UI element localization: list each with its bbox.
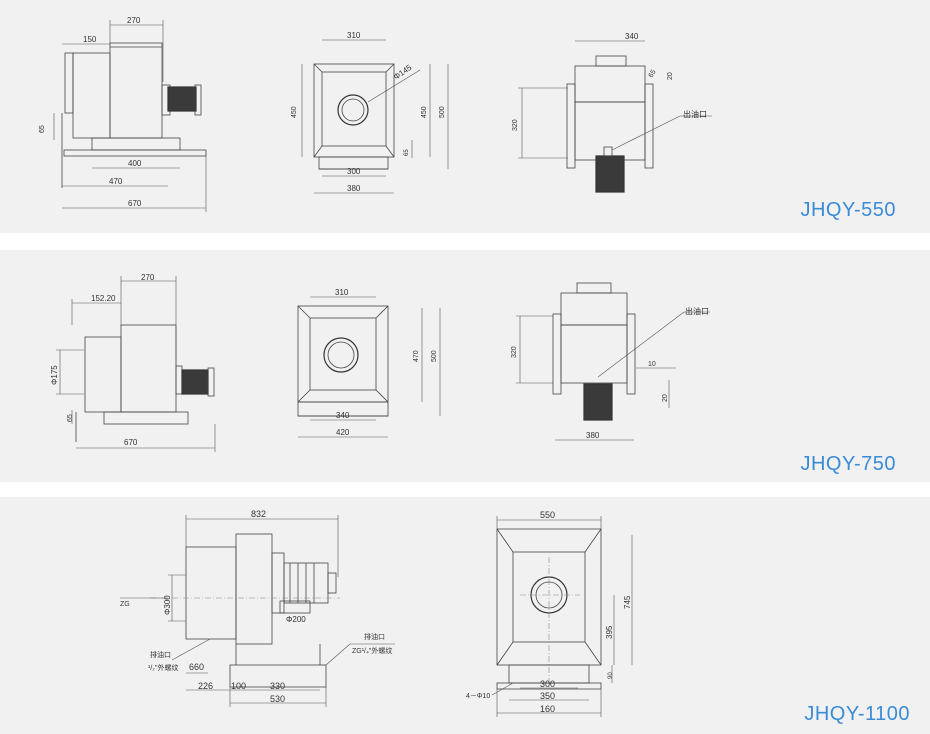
- zg-label: ZG: [120, 601, 130, 608]
- inlet-circle: [337, 94, 369, 126]
- dim-530: 530: [270, 694, 285, 704]
- right-thread-label: ZG¹/₄"外螺纹: [352, 646, 392, 655]
- panel-jhqy-550: 270 150 65 400 470 670 310: [0, 0, 930, 233]
- dim-330: 330: [270, 681, 285, 691]
- rear-housing-top: [574, 65, 646, 103]
- rear-housing-top: [560, 292, 628, 326]
- dim-300: 300: [347, 167, 361, 176]
- fan-body: [84, 336, 122, 413]
- drawing-jhqy-550: 270 150 65 400 470 670 310: [39, 16, 712, 212]
- model-name: JHQY-550: [800, 199, 896, 221]
- drawing-jhqy-1100: 832 Φ300 Φ200 ZG 排油口 ¹/₂"外螺纹 660 排油口 ZG¹…: [120, 509, 633, 717]
- dim-20-rear: 20: [667, 72, 674, 80]
- dim-90: 90: [608, 672, 614, 679]
- panel-jhqy-750: 270 152.20 Φ175 65 670 310: [0, 250, 930, 482]
- dim-phi145: Φ145: [392, 63, 414, 82]
- dim-420: 420: [336, 428, 350, 437]
- dim-670: 670: [128, 199, 142, 208]
- model-name: JHQY-1100: [804, 703, 910, 725]
- model-name: JHQY-750: [800, 453, 896, 475]
- rear-view: 340 65 20 320 出油口: [512, 32, 712, 193]
- dim-320: 320: [512, 119, 519, 131]
- dim-270: 270: [127, 16, 141, 25]
- rear-view: 320 10 20 380 出油口: [511, 282, 710, 441]
- rear-motor: [595, 155, 625, 193]
- dim-160: 160: [540, 704, 555, 714]
- dim-660: 660: [189, 662, 204, 672]
- dim-226: 226: [198, 681, 213, 691]
- dim-100: 100: [231, 681, 246, 691]
- fan-body: [72, 52, 111, 139]
- right-outlet-label: 排油口: [364, 632, 385, 641]
- dim-500: 500: [439, 106, 446, 118]
- dim-phi300: Φ300: [163, 595, 172, 615]
- drawing-jhqy-750: 270 152.20 Φ175 65 670 310: [50, 273, 710, 452]
- base: [229, 664, 327, 688]
- oil-outlet-label: 出油口: [685, 306, 709, 316]
- dim-310: 310: [347, 31, 361, 40]
- side-view: 270 150 65 400 470 670: [39, 16, 207, 212]
- left-thread-label: ¹/₂"外螺纹: [148, 663, 178, 672]
- dim-65: 65: [67, 414, 74, 422]
- dim-4-phi10: 4－Φ10: [466, 693, 490, 700]
- dim-500: 500: [431, 350, 438, 362]
- dim-152-20: 152.20: [91, 294, 116, 303]
- dim-310: 310: [335, 288, 349, 297]
- dim-65-rear: 65: [648, 69, 658, 79]
- front-view: 310 Φ145 450 450 500 65 300 380: [291, 31, 449, 194]
- left-outlet-label: 排油口: [150, 650, 171, 659]
- housing-outline: [297, 305, 389, 403]
- housing-outline: [496, 528, 602, 666]
- dim-150: 150: [83, 35, 97, 44]
- dim-20: 20: [662, 394, 669, 402]
- dim-300: 300: [540, 679, 555, 689]
- dim-380: 380: [347, 184, 361, 193]
- impeller-housing: [235, 533, 273, 645]
- dim-350: 350: [540, 691, 555, 701]
- front-view: 310 470 500 340 420: [297, 288, 441, 438]
- motor: [167, 86, 197, 112]
- side-view: 832 Φ300 Φ200 ZG 排油口 ¹/₂"外螺纹 660 排油口 ZG¹…: [120, 509, 395, 707]
- rear-housing-body: [560, 324, 628, 384]
- dim-270: 270: [141, 273, 155, 282]
- dim-470: 470: [413, 350, 420, 362]
- dim-10: 10: [648, 361, 656, 368]
- front-view: 550 745 395 90 300 350 160 4－Φ10: [466, 510, 633, 717]
- impeller-housing: [109, 42, 163, 139]
- dim-340: 340: [336, 411, 350, 420]
- dim-380: 380: [586, 431, 600, 440]
- inlet-circle: [323, 337, 359, 373]
- fan-body: [185, 546, 237, 640]
- motor: [181, 369, 209, 395]
- dim-65-front: 65: [404, 149, 410, 156]
- housing-outline: [313, 63, 395, 158]
- dim-470: 470: [109, 177, 123, 186]
- dim-400: 400: [128, 159, 142, 168]
- rear-motor: [583, 383, 613, 421]
- side-view: 270 152.20 Φ175 65 670: [50, 273, 216, 452]
- dim-395: 395: [605, 625, 614, 639]
- dim-450-right: 450: [421, 106, 428, 118]
- dim-745: 745: [623, 595, 632, 609]
- dim-340: 340: [625, 32, 639, 41]
- oil-outlet-label: 出油口: [683, 109, 707, 119]
- dim-phi200: Φ200: [286, 615, 306, 624]
- rear-housing-body: [574, 101, 646, 161]
- dim-550: 550: [540, 510, 555, 520]
- impeller-housing: [120, 324, 177, 413]
- dim-65: 65: [39, 125, 46, 133]
- dim-320: 320: [511, 346, 518, 358]
- panel-jhqy-1100: 832 Φ300 Φ200 ZG 排油口 ¹/₂"外螺纹 660 排油口 ZG¹…: [0, 497, 930, 734]
- dim-450-left: 450: [291, 106, 298, 118]
- dim-670: 670: [124, 438, 138, 447]
- dim-phi175: Φ175: [50, 365, 59, 385]
- dim-832: 832: [251, 509, 266, 519]
